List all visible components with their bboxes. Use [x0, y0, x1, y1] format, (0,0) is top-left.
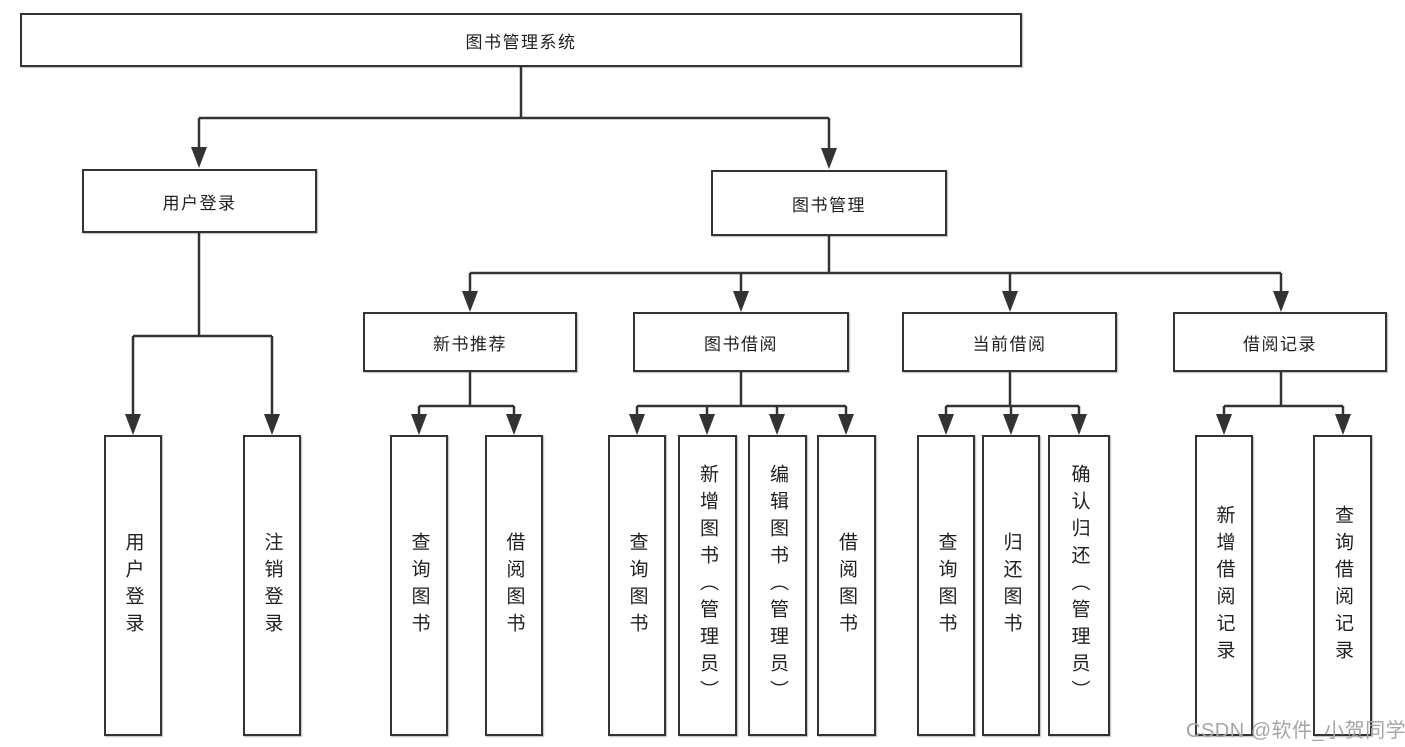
leaf-query-borrow-record: 查询借阅记录 [1313, 435, 1372, 736]
leaf-query-books-3-label: 查询图书 [935, 531, 957, 640]
node-user-login: 用户登录 [82, 169, 317, 233]
leaf-query-borrow-record-label: 查询借阅记录 [1332, 504, 1353, 667]
node-book-borrow: 图书借阅 [633, 312, 849, 372]
node-user-login-label: 用户登录 [162, 193, 237, 213]
leaf-query-books-2: 查询图书 [608, 435, 666, 736]
node-root-label: 图书管理系统 [465, 32, 577, 52]
node-current-borrow-label: 当前借阅 [972, 334, 1047, 354]
leaf-borrow-books-2-label: 借阅图书 [836, 531, 857, 640]
leaf-user-login-label: 用户登录 [122, 531, 144, 640]
leaf-add-borrow-record: 新增借阅记录 [1195, 435, 1253, 736]
leaf-add-borrow-record-label: 新增借阅记录 [1213, 504, 1235, 667]
arrowheads [125, 147, 1351, 435]
leaf-add-books-admin: 新增图书（管理员） [678, 435, 737, 736]
node-book-management: 图书管理 [711, 170, 947, 236]
leaf-query-books-3: 查询图书 [917, 435, 975, 736]
leaf-query-books-2-label: 查询图书 [626, 531, 648, 640]
leaf-edit-books-admin: 编辑图书（管理员） [748, 435, 807, 736]
leaf-return-books: 归还图书 [982, 435, 1040, 736]
node-new-book-recommend-label: 新书推荐 [433, 334, 507, 354]
leaf-query-books-1: 查询图书 [390, 435, 448, 736]
node-borrow-records: 借阅记录 [1173, 312, 1387, 372]
leaf-borrow-books-1-label: 借阅图书 [503, 531, 525, 640]
leaf-confirm-return-admin-label: 确认归还（管理员） [1068, 464, 1090, 707]
node-new-book-recommend: 新书推荐 [363, 312, 577, 372]
node-book-management-label: 图书管理 [792, 195, 866, 215]
leaf-query-books-1-label: 查询图书 [408, 531, 430, 640]
leaf-borrow-books-1: 借阅图书 [485, 435, 543, 736]
node-root: 图书管理系统 [20, 13, 1022, 67]
leaf-confirm-return-admin: 确认归还（管理员） [1048, 435, 1110, 736]
node-current-borrow: 当前借阅 [902, 312, 1117, 372]
leaf-logout: 注销登录 [243, 435, 301, 736]
leaf-borrow-books-2: 借阅图书 [817, 435, 876, 736]
leaf-return-books-label: 归还图书 [1000, 531, 1022, 640]
leaf-add-books-admin-label: 新增图书（管理员） [697, 464, 718, 707]
leaf-edit-books-admin-label: 编辑图书（管理员） [767, 464, 788, 707]
leaf-logout-label: 注销登录 [261, 531, 283, 640]
node-book-borrow-label: 图书借阅 [704, 334, 778, 354]
node-borrow-records-label: 借阅记录 [1243, 334, 1317, 354]
leaf-user-login: 用户登录 [104, 435, 162, 736]
